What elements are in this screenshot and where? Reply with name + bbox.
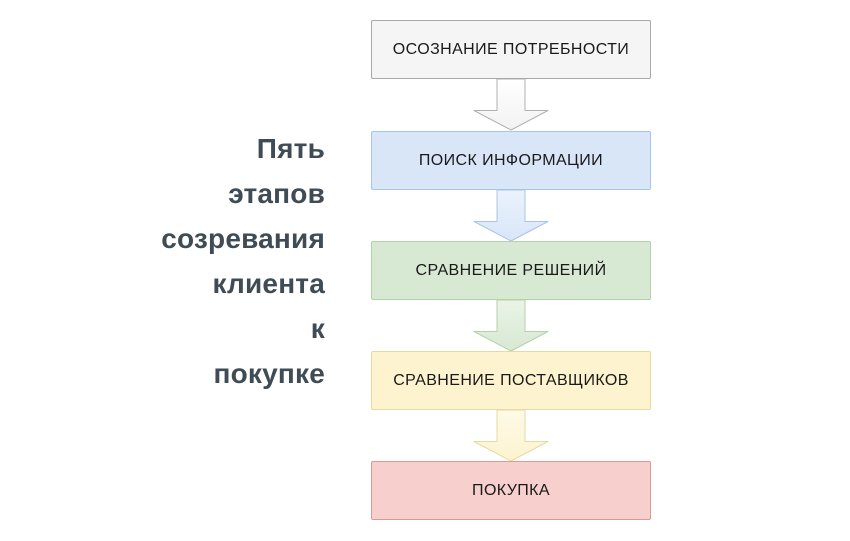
down-arrow-icon xyxy=(473,410,549,462)
diagram-title: Пять этапов созревания клиента к покупке xyxy=(53,126,325,396)
down-arrow-icon xyxy=(473,79,549,131)
down-arrow-icon xyxy=(473,300,549,352)
flow-step-label: ПОКУПКА xyxy=(472,481,550,499)
flow-step-information-search: ПОИСК ИНФОРМАЦИИ xyxy=(371,131,651,190)
flow-step-label: ОСОЗНАНИЕ ПОТРЕБНОСТИ xyxy=(392,40,630,58)
flow-step-label: СРАВНЕНИЕ ПОСТАВЩИКОВ xyxy=(393,371,629,389)
down-arrow-icon xyxy=(473,190,549,242)
flow-step-solution-comparison: СРАВНЕНИЕ РЕШЕНИЙ xyxy=(371,241,651,300)
title-line: созревания xyxy=(161,223,325,254)
title-line: Пять xyxy=(256,133,325,164)
title-line: к xyxy=(310,313,325,344)
title-line: покупке xyxy=(213,358,325,389)
flow-step-label: СРАВНЕНИЕ РЕШЕНИЙ xyxy=(415,261,607,279)
title-line: этапов xyxy=(228,178,325,209)
flow-step-purchase: ПОКУПКА xyxy=(371,461,651,520)
flow-step-need-recognition: ОСОЗНАНИЕ ПОТРЕБНОСТИ xyxy=(371,20,651,79)
title-line: клиента xyxy=(212,268,325,299)
flow-step-label: ПОИСК ИНФОРМАЦИИ xyxy=(418,151,604,169)
flow-step-supplier-comparison: СРАВНЕНИЕ ПОСТАВЩИКОВ xyxy=(371,351,651,410)
